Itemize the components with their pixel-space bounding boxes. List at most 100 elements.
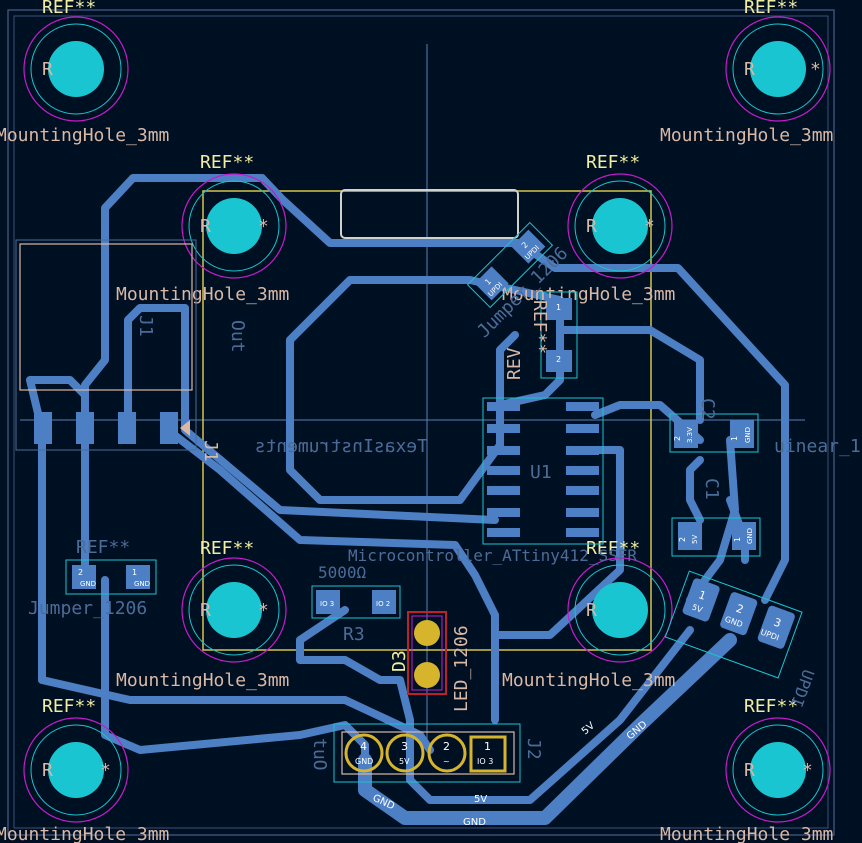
pad-number: 1 (733, 537, 742, 542)
u1-pin[interactable] (487, 528, 520, 537)
updi-pin[interactable] (719, 591, 758, 636)
j1-pad[interactable] (76, 412, 94, 444)
cap-pad[interactable] (730, 420, 754, 448)
ic-u1[interactable]: U1 TexasInstruments (255, 397, 604, 545)
j2-pin[interactable] (344, 733, 384, 773)
r3-pad[interactable] (316, 590, 340, 614)
cap-pad[interactable] (678, 522, 702, 550)
mounting-hole[interactable]: R * REF** MountingHole_3mm (502, 152, 675, 305)
d3-ref: D3 (389, 650, 410, 672)
connector-j1[interactable]: J1 Out J1 (15, 239, 248, 462)
jumper-vertical[interactable]: 1 2 REF** REV (504, 291, 578, 380)
cap-ref: C1 (701, 478, 722, 500)
connector-j2[interactable]: 4 GND 3 5V 2 ~ 1 IO 3 J2 tuO (309, 723, 544, 783)
j1-pad[interactable] (160, 412, 178, 444)
u1-pin[interactable] (566, 424, 599, 433)
mounting-hole[interactable]: R REF** MountingHole_3mm (0, 0, 169, 146)
header-updi[interactable]: 1 5V 2 GND 3 UPDI UPDI (658, 570, 836, 710)
hole-ref: REF** (42, 696, 96, 717)
u1-pin[interactable] (566, 446, 599, 455)
jumper-ref: REF** (76, 537, 130, 558)
u1-pin[interactable] (487, 486, 520, 495)
mounting-hole[interactable]: R * REF** MountingHole_3mm (660, 696, 833, 843)
mounting-hole[interactable]: R * REF** MountingHole_3mm (0, 696, 169, 843)
trace (491, 446, 624, 639)
u1-pin[interactable] (566, 486, 599, 495)
trace (686, 436, 739, 604)
mounting-hole[interactable]: R * REF** MountingHole_3mm (116, 152, 289, 305)
hole-pad-star: * (802, 760, 813, 781)
mounting-hole[interactable]: R * REF** MountingHole_3mm (116, 538, 289, 691)
jumper-pad[interactable] (72, 565, 96, 589)
trace (496, 331, 519, 409)
j2-pin[interactable] (427, 733, 467, 773)
hole-pad-star: * (258, 600, 269, 621)
capacitor-c1[interactable]: 2 5V 1 GND C1 (671, 478, 761, 557)
pad-number: 2 (78, 568, 83, 577)
mounting-hole[interactable]: R REF** MountingHole_3mm (502, 538, 675, 691)
jumper-pad[interactable] (474, 266, 509, 301)
track-label-5v-2: 5V (580, 720, 597, 737)
capacitor-c2[interactable]: 2 3.3V 1 GND C2 (669, 398, 759, 453)
jumper-left[interactable]: 2 GND 1 GND REF** Jumper_1206 (28, 537, 157, 619)
hole-value: MountingHole_3mm (660, 125, 833, 146)
u1-pin[interactable] (566, 508, 599, 517)
u1-pin[interactable] (566, 528, 599, 537)
u1-pin[interactable] (487, 508, 520, 517)
cap-pad[interactable] (674, 420, 698, 448)
u1-fab-value: TexasInstruments (255, 436, 428, 457)
u1-pin[interactable] (487, 402, 520, 411)
trace (26, 376, 89, 449)
copper-traces (26, 174, 789, 804)
pad-net: GND (355, 757, 373, 766)
pad-net: IO 3 (320, 600, 334, 608)
board-edge-inner (13, 15, 829, 829)
trace (556, 326, 704, 424)
hole-ref: REF** (586, 538, 640, 559)
hole-value: MountingHole_3mm (502, 284, 675, 305)
updi-pin[interactable] (757, 605, 796, 650)
pad-number: 2 (673, 436, 682, 441)
u1-pin[interactable] (487, 424, 520, 433)
led-pad[interactable] (414, 620, 440, 646)
pad-number: 1 (730, 436, 739, 441)
hole-ref: REF** (586, 152, 640, 173)
j1-pad[interactable] (34, 412, 52, 444)
pad-number: 2 (520, 240, 530, 250)
u1-pin[interactable] (566, 402, 599, 411)
hole-ref: REF** (42, 0, 96, 18)
r3-value: 5000Ω (318, 563, 367, 582)
u1-pin[interactable] (566, 466, 599, 475)
hole-value: MountingHole_3mm (0, 824, 169, 843)
hole-ref: REF** (200, 538, 254, 559)
trace (124, 304, 499, 524)
cap-pad[interactable] (732, 522, 756, 550)
pad-number: 2 (678, 537, 687, 542)
jumper-pad[interactable] (126, 565, 150, 589)
pad-net: 5V (691, 603, 704, 615)
pad-net: IO 2 (376, 600, 390, 608)
mounting-hole[interactable]: R * REF** MountingHole_3mm (660, 0, 833, 146)
hole-pad-label: R (42, 59, 53, 80)
resistor-r3[interactable]: IO 3 IO 2 R3 5000Ω (311, 563, 401, 645)
led-d3[interactable]: D3 LED_1206 (389, 611, 472, 712)
jumper-pad[interactable] (546, 298, 572, 320)
j1-pad[interactable] (118, 412, 136, 444)
updi-pin[interactable] (681, 577, 720, 622)
u1-pin[interactable] (487, 446, 520, 455)
u2-value: uinear_1.3 (774, 436, 862, 457)
j2-pin[interactable] (469, 735, 507, 773)
led-pad[interactable] (414, 662, 440, 688)
r3-pad[interactable] (372, 590, 396, 614)
hole-value: MountingHole_3mm (660, 824, 833, 843)
hole-value: MountingHole_3mm (116, 284, 289, 305)
board-edge-outer (7, 9, 835, 836)
pad-number: 2 (443, 740, 450, 753)
u1-pin[interactable] (487, 466, 520, 475)
hole-ref: REF** (200, 152, 254, 173)
j2-pin[interactable] (385, 733, 425, 773)
jumper-pad[interactable] (546, 350, 572, 372)
hole-pad-star: * (810, 59, 821, 80)
